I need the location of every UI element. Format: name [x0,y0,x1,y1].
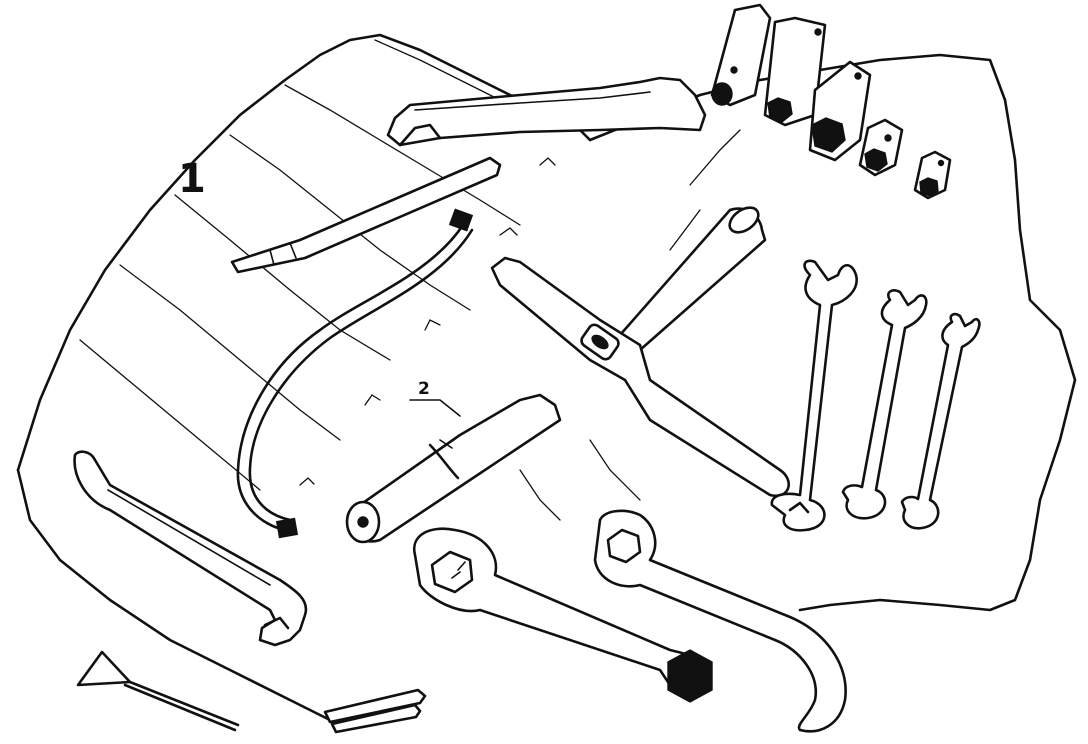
triangle-wire-key [76,650,240,732]
pump-connector-hose [236,208,474,539]
hex-socket-set [763,16,952,200]
hex-socket-2 [808,60,872,162]
feeler-blades [323,688,427,734]
callout-number-1: 1 [178,156,206,202]
open-end-spanner-small [900,312,981,530]
t-handle-tool [490,206,790,498]
open-end-spanner-set [770,259,981,532]
hex-socket-opening-icon [711,82,733,106]
box-spanner-large [710,3,772,107]
hex-box-end-icon [667,649,713,703]
hex-opening-icon [767,97,793,123]
open-end-spanner-large [770,259,858,532]
tommy-bar [230,156,502,274]
open-end-spanner-medium [841,289,928,520]
hex-opening-icon [864,148,888,172]
callout-2: 2 [409,379,461,417]
c-spanner-wrench [386,76,707,147]
hex-socket-4 [913,150,952,200]
tyre-lever [73,450,308,647]
hex-socket-3 [858,118,904,177]
hex-opening-icon [811,117,846,153]
hex-opening-icon [919,177,939,197]
ring-spanner-hex [412,527,713,703]
hex-socket-1 [763,16,827,127]
ring-spanner-hook [593,509,847,733]
hex-ring-opening-icon [606,528,642,564]
callout-number-2: 2 [418,379,430,399]
handle-grip [345,393,562,544]
hex-ring-opening-icon [430,550,474,594]
